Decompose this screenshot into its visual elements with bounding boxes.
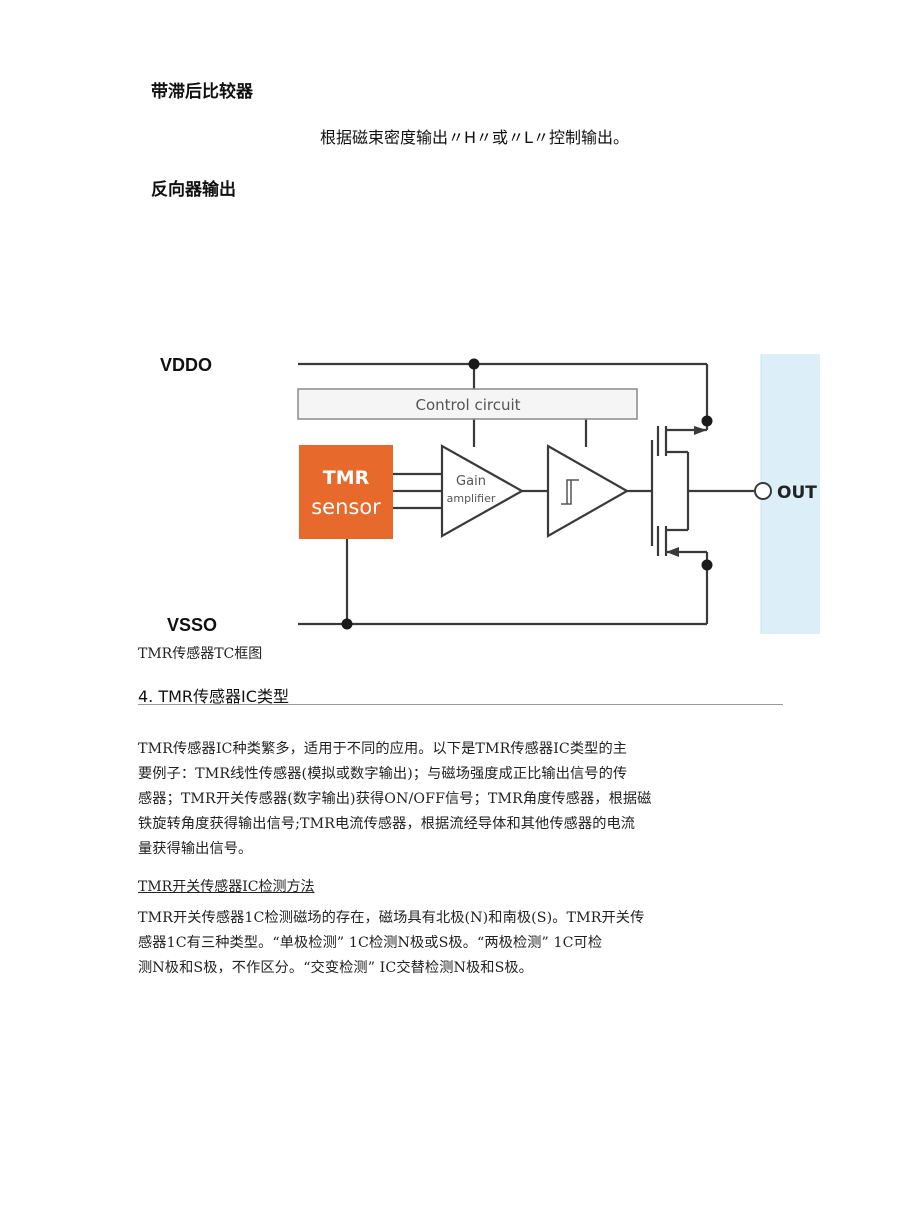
vddo-label: VDDO xyxy=(160,355,213,375)
junction-dot xyxy=(701,559,713,571)
intro-line: 量获得输出信号。 xyxy=(138,841,253,857)
comparator-triangle xyxy=(546,444,630,538)
out-label: OUT xyxy=(777,483,817,503)
inverter-heading: 反向器输出 xyxy=(151,180,236,200)
junction-dot xyxy=(468,358,480,370)
tmr-sensor-label-line2: sensor xyxy=(311,495,381,519)
out-terminal xyxy=(754,482,772,500)
junction-dot xyxy=(701,415,713,427)
intro-line: 要例子：TMR线性传感器(模拟或数字输出)；与磁场强度成正比输出信号的传 xyxy=(138,766,628,782)
gain-amplifier-label-line2: amplifier xyxy=(447,492,496,505)
junction-dot xyxy=(341,618,353,630)
intro-paragraph: TMR传感器IC种类繁多，适用于不同的应用。以下是TMR传感器IC类型的主 要例… xyxy=(138,737,651,862)
pmos-arrow-icon xyxy=(694,426,707,435)
comparator-description: 根据磁束密度输出〃H〃或〃L〃控制输出。 xyxy=(320,128,629,147)
intro-line: 感器；TMR开关传感器(数字输出)获得ON/OFF信号；TMR角度传感器，根据磁 xyxy=(138,791,652,807)
comparator-heading: 带滞后比较器 xyxy=(151,82,253,102)
detection-paragraph: TMR开关传感器1C检测磁场的存在，磁场具有北极(N)和南极(S)。TMR开关传… xyxy=(138,906,644,981)
vsso-label: VSSO xyxy=(167,615,218,635)
diagram-caption: TMR传感器TC框图 xyxy=(138,646,263,662)
detection-method-subheading: TMR开关传感器IC检测方法 xyxy=(138,879,315,895)
tmr-block-diagram: Control circuit TMR sensor Gain amplifie… xyxy=(297,354,820,634)
tmr-sensor-label-line1: TMR xyxy=(323,467,370,489)
intro-line: TMR传感器IC种类繁多，适用于不同的应用。以下是TMR传感器IC类型的主 xyxy=(138,741,628,757)
intro-line: 铁旋转角度获得输出信号;TMR电流传感器，根据流经导体和其他传感器的电流 xyxy=(138,816,636,832)
control-circuit-label: Control circuit xyxy=(415,396,520,414)
section-title: 4. TMR传感器IC类型 xyxy=(138,687,289,706)
control-circuit-box xyxy=(297,388,638,420)
gain-amplifier-label-line1: Gain xyxy=(456,474,486,489)
detail-line: TMR开关传感器1C检测磁场的存在，磁场具有北极(N)和南极(S)。TMR开关传 xyxy=(138,910,645,926)
nmos-arrow-icon xyxy=(666,547,679,557)
detail-line: 感器1C有三种类型。“单极检测” 1C检测N极或S极。“两极检测” 1C可检 xyxy=(138,935,603,951)
section-divider xyxy=(138,704,783,705)
hysteresis-icon xyxy=(561,479,579,505)
gain-amplifier-triangle xyxy=(440,444,525,538)
detail-line: 测N极和S极，不作区分。“交变检测” IC交替检测N极和S极。 xyxy=(138,960,533,976)
tmr-sensor-block xyxy=(299,445,393,539)
